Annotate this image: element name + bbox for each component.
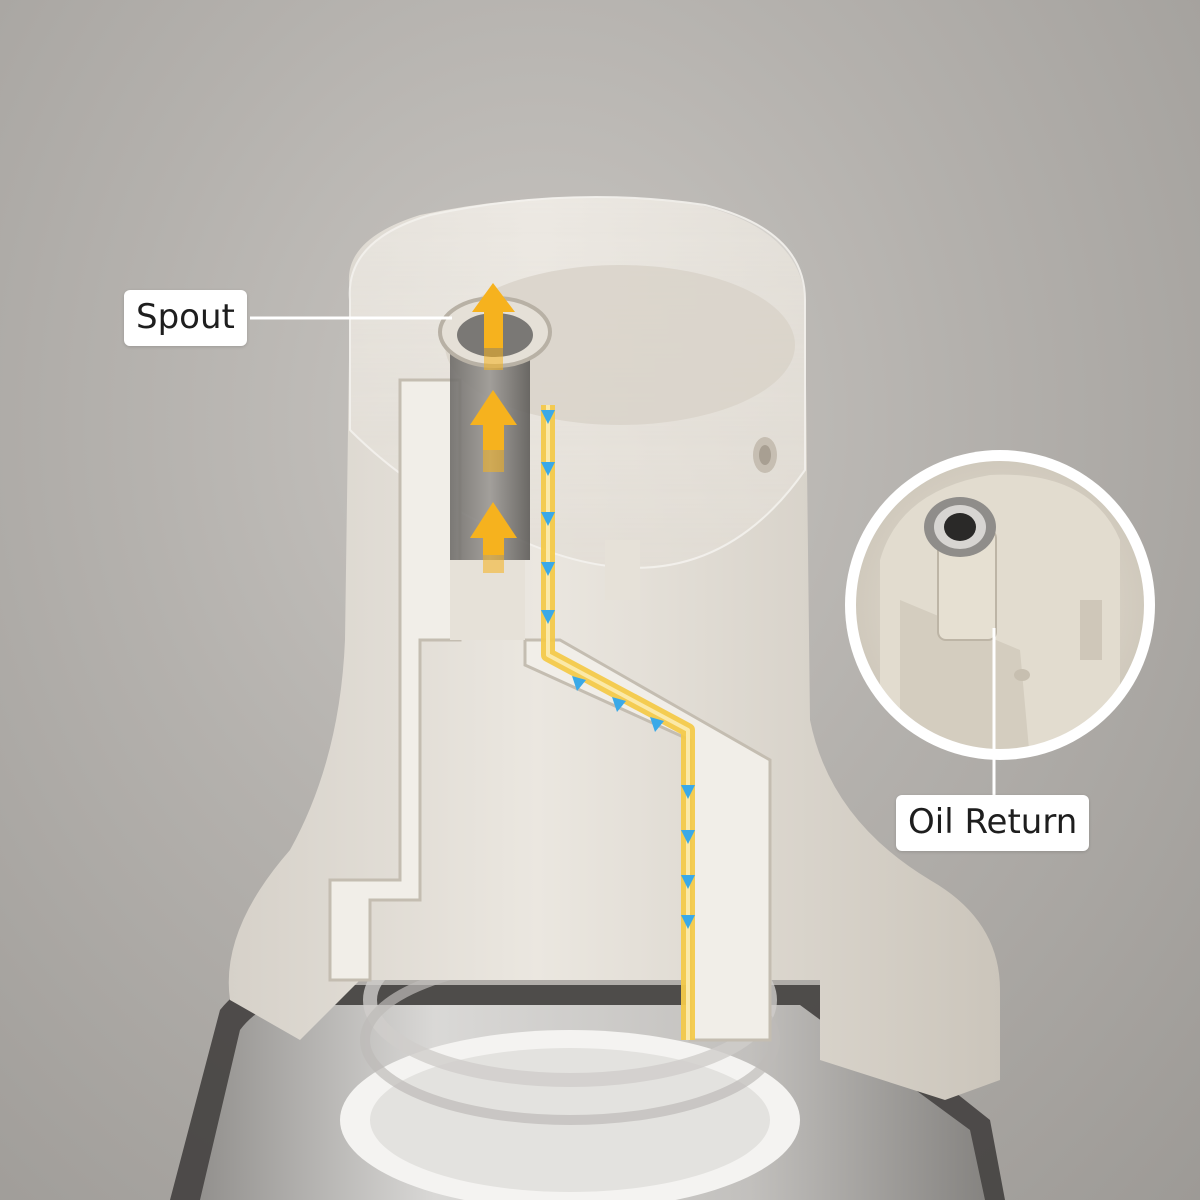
down-arrow-icon	[650, 717, 664, 732]
return-flow-arrows	[541, 410, 695, 929]
down-arrow-icon	[541, 462, 555, 476]
down-arrow-icon	[681, 785, 695, 799]
down-arrow-icon	[541, 410, 555, 424]
down-arrow-icon	[681, 875, 695, 889]
down-arrow-icon	[681, 830, 695, 844]
oil-return-callout-label: Oil Return	[896, 795, 1090, 851]
spout-callout-label: Spout	[124, 290, 247, 346]
up-arrow-icon	[470, 390, 517, 472]
down-arrow-icon	[541, 512, 555, 526]
down-arrow-icon	[572, 676, 586, 691]
oil-return-detail-inset	[845, 450, 1155, 760]
upflow-arrows	[470, 283, 517, 573]
down-arrow-icon	[541, 610, 555, 624]
down-arrow-icon	[612, 697, 626, 712]
down-arrow-icon	[681, 915, 695, 929]
down-arrow-icon	[541, 562, 555, 576]
up-arrow-icon	[472, 283, 515, 370]
glass-bottle	[170, 913, 1005, 1200]
up-arrow-icon	[470, 502, 517, 573]
